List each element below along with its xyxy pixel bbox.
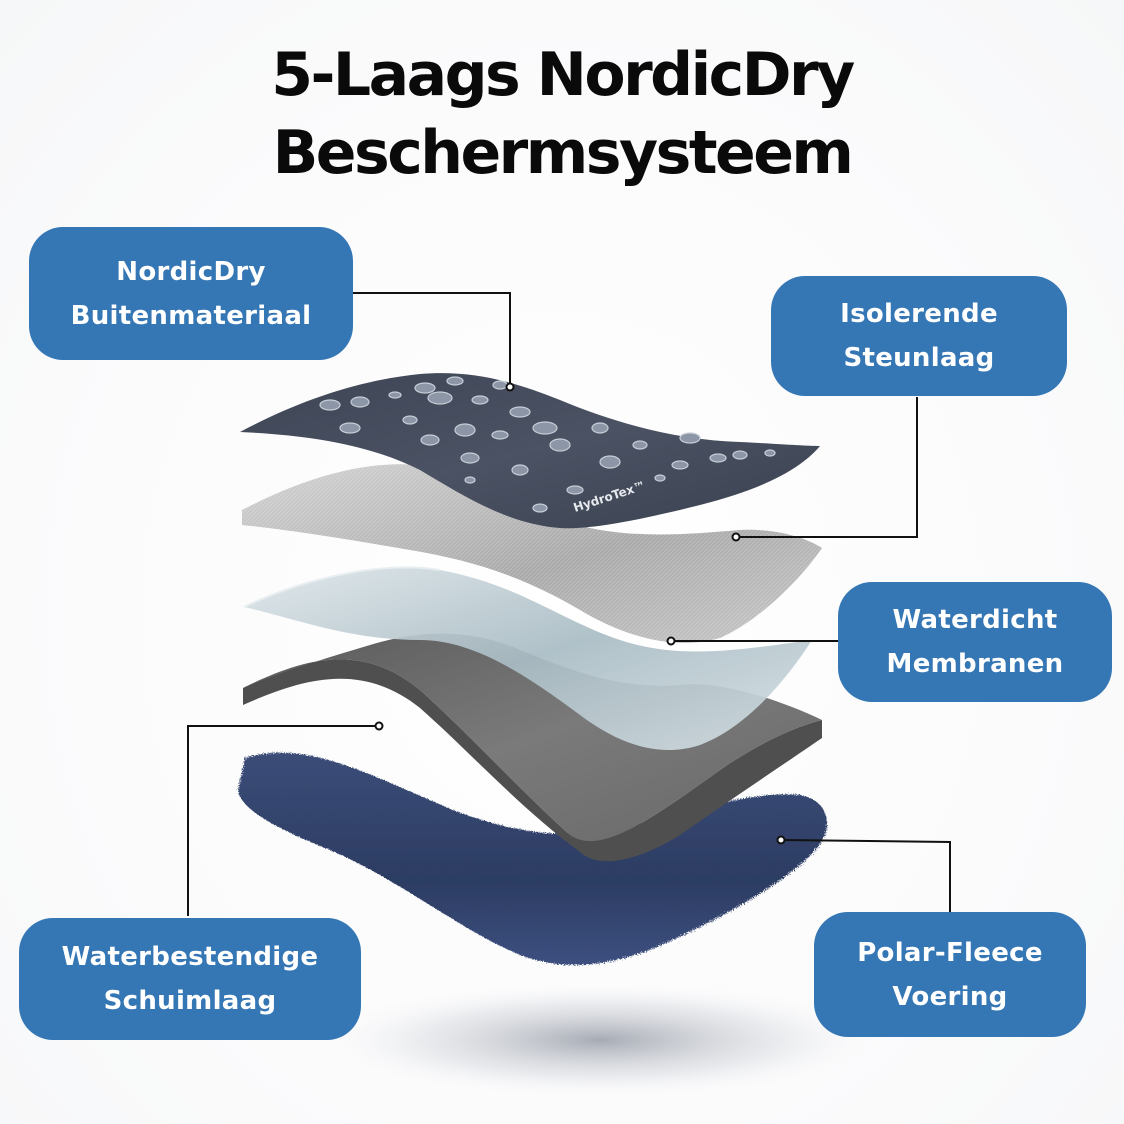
label-membrane-line-2: Membranen [886,649,1064,679]
label-insulation-line-2: Steunlaag [843,343,995,373]
fleece-layer [238,752,827,966]
ground-shadow [310,980,890,1100]
label-foam-line-1: Waterbestendige [61,942,319,972]
label-foam-layer: Waterbestendige Schuimlaag [19,918,361,1040]
label-waterproof-membrane: Waterdicht Membranen [838,582,1112,702]
label-fleece-lining: Polar-Fleece Voering [814,912,1086,1037]
label-outer-material: NordicDry Buitenmateriaal [29,227,353,360]
title-line-2: Beschermsysteem [272,118,854,188]
leader-line-fleece [782,839,951,912]
label-fleece-line-2: Voering [892,981,1008,1012]
label-outer-line-1: NordicDry [116,256,266,287]
label-outer-line-2: Buitenmateriaal [70,300,312,331]
membrane-layer [243,566,812,751]
water-droplets [319,376,776,513]
title-line-1: 5-Laags NordicDry [271,40,855,110]
label-membrane-line-1: Waterdicht [892,605,1058,635]
leader-dot-fleece [776,835,786,845]
leader-line-outer [352,292,511,385]
label-fleece-line-1: Polar-Fleece [857,937,1043,968]
leader-dot-outer [505,382,515,392]
leader-line-foam [187,725,377,916]
page-title: 5-Laags NordicDry Beschermsysteem [0,36,1124,192]
leader-line-insulation [738,397,918,538]
leader-lines [187,292,951,916]
label-insulation-layer: Isolerende Steunlaag [771,276,1067,396]
leader-dot-insulation [731,532,741,542]
insulation-layer [242,464,822,643]
outer-layer: HydroTex™ [240,373,820,529]
leader-dot-foam [374,721,384,731]
leader-dot-membrane [666,636,676,646]
label-insulation-line-1: Isolerende [840,299,998,329]
label-foam-line-2: Schuimlaag [103,986,277,1016]
